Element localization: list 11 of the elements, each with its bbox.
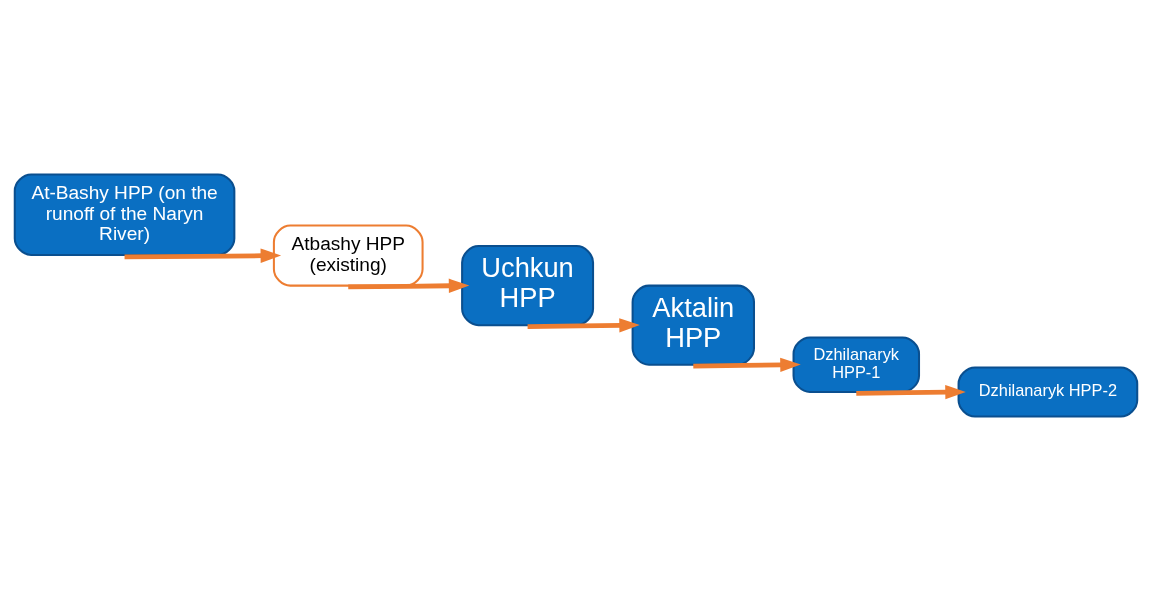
node-box: Atbashy HPP (existing) — [272, 224, 424, 287]
node-box: Dzhilanaryk HPP-2 — [957, 366, 1139, 418]
arrow — [348, 278, 470, 293]
node-box: At-Bashy HPP (on the runoff of the Naryn River) — [13, 173, 236, 256]
arrow — [124, 248, 282, 263]
node-box: Aktalin HPP — [631, 284, 755, 366]
arrow — [693, 357, 801, 373]
arrow — [856, 385, 966, 400]
node-box: Dzhilanaryk HPP-1 — [792, 336, 921, 393]
node-box: Uchkun HPP — [461, 245, 595, 327]
arrow — [527, 318, 640, 333]
